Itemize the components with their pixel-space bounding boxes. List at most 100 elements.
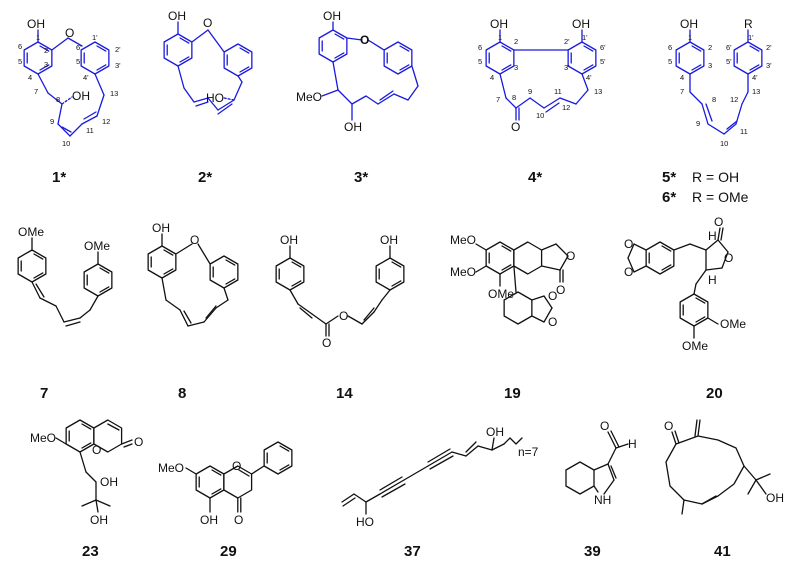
carbonyl-o-label: O bbox=[556, 283, 565, 297]
compound-id-label: 23 bbox=[82, 543, 99, 560]
atom-number-label: 7 bbox=[680, 87, 684, 96]
ketone-o-label: O bbox=[664, 419, 673, 433]
ome-label: MeO bbox=[158, 461, 184, 475]
ome-label: MeO bbox=[450, 233, 476, 247]
oh-label: OH bbox=[200, 513, 218, 527]
ring-o-label: O bbox=[92, 443, 101, 457]
r-value-label: R = OMe bbox=[692, 189, 749, 205]
h-label: H bbox=[708, 229, 717, 243]
aldehyde-o-label: O bbox=[600, 419, 609, 433]
structure-compound-39: O H NH 39 bbox=[565, 419, 637, 560]
structure-compound-19: MeO MeO OMe O O O O 19 bbox=[450, 233, 575, 402]
structure-compound-5-6: OH R 1 2 3 4 5 6 7 8 9 10 11 12 13 1' 2'… bbox=[662, 17, 772, 206]
r-group-label: R bbox=[744, 17, 753, 31]
ome-label: MeO bbox=[30, 431, 56, 445]
atom-number-label: 1' bbox=[748, 33, 754, 42]
carbonyl-o-label: O bbox=[714, 215, 723, 229]
ome-label: OMe bbox=[488, 287, 514, 301]
atom-number-label: 4' bbox=[752, 73, 758, 82]
atom-number-label: 9 bbox=[50, 117, 54, 126]
compound-id-label: 14 bbox=[336, 385, 353, 402]
atom-number-label: 8 bbox=[512, 93, 516, 102]
atom-number-label: 5' bbox=[76, 57, 82, 66]
atom-number-label: 2' bbox=[564, 37, 570, 46]
compound-id-label: 5* bbox=[662, 169, 676, 186]
atom-number-label: 4' bbox=[83, 73, 89, 82]
oh-label: OH bbox=[572, 17, 590, 31]
ether-o-label: O bbox=[190, 233, 199, 247]
atom-number-label: 3' bbox=[564, 63, 570, 72]
atom-number-label: 8 bbox=[712, 95, 716, 104]
atom-number-label: 9 bbox=[528, 87, 532, 96]
oh-label: OH bbox=[680, 17, 698, 31]
ether-o-label: O bbox=[65, 26, 74, 40]
structure-compound-37: HO OH n=7 37 bbox=[341, 425, 539, 560]
atom-number-label: 12 bbox=[102, 117, 110, 126]
carbonyl-o-label: O bbox=[134, 435, 143, 449]
atom-number-label: 6 bbox=[668, 43, 672, 52]
atom-number-label: 1 bbox=[36, 33, 40, 42]
atom-number-label: 5' bbox=[726, 57, 732, 66]
atom-number-label: 4 bbox=[680, 73, 684, 82]
atom-number-label: 2 bbox=[708, 43, 712, 52]
atom-number-label: 1 bbox=[498, 33, 502, 42]
compound-id-label: 19 bbox=[504, 385, 521, 402]
atom-number-label: 4 bbox=[490, 73, 494, 82]
ketone-o-label: O bbox=[511, 120, 520, 134]
carbonyl-o-label: O bbox=[234, 513, 243, 527]
compound-id-label: 6* bbox=[662, 189, 676, 206]
structure-compound-20: O O O O H H OMe OMe 20 bbox=[624, 215, 746, 402]
atom-number-label: 10 bbox=[536, 111, 544, 120]
atom-number-label: 5 bbox=[668, 57, 672, 66]
ome-label: OMe bbox=[682, 339, 708, 353]
atom-number-label: 1 bbox=[688, 33, 692, 42]
compound-id-label: 1* bbox=[52, 169, 66, 186]
ether-o-label: O bbox=[203, 16, 212, 30]
atom-number-label: 8 bbox=[56, 95, 60, 104]
atom-number-label: 5 bbox=[478, 57, 482, 66]
atom-number-label: 7 bbox=[496, 95, 500, 104]
oh-label: OH bbox=[380, 233, 398, 247]
atom-number-label: 13 bbox=[110, 89, 118, 98]
atom-number-label: 5 bbox=[18, 57, 22, 66]
compound-id-label: 41 bbox=[714, 543, 731, 560]
atom-number-label: 10 bbox=[720, 139, 728, 148]
oh-label: OH bbox=[280, 233, 298, 247]
compound-id-label: 37 bbox=[404, 543, 421, 560]
atom-number-label: 3' bbox=[766, 61, 772, 70]
structure-compound-2: OH O HO 2* bbox=[163, 9, 253, 186]
atom-number-label: 9 bbox=[696, 119, 700, 128]
oh-label: OH bbox=[486, 425, 504, 439]
atom-number-label: 11 bbox=[86, 126, 94, 135]
atom-number-label: 1' bbox=[582, 33, 588, 42]
atom-number-label: 6' bbox=[726, 43, 732, 52]
ring-o-label: O bbox=[232, 459, 241, 473]
compound-id-label: 2* bbox=[198, 169, 212, 186]
oh-label: OH bbox=[344, 120, 362, 134]
oh-label: OH bbox=[100, 475, 118, 489]
oh-label: OH bbox=[766, 491, 784, 505]
atom-number-label: 6' bbox=[76, 43, 82, 52]
lactone-o-label: O bbox=[724, 251, 733, 265]
atom-number-label: 1' bbox=[92, 33, 98, 42]
dioxole-o-label: O bbox=[624, 265, 633, 279]
nh-label: NH bbox=[594, 493, 611, 507]
carbonyl-o-label: O bbox=[322, 336, 331, 350]
ome-label: MeO bbox=[296, 90, 322, 104]
oh-label: OH bbox=[490, 17, 508, 31]
ome-label: OMe bbox=[18, 225, 44, 239]
atom-number-label: 10 bbox=[62, 139, 70, 148]
compound-id-label: 8 bbox=[178, 385, 186, 402]
compound-id-label: 4* bbox=[528, 169, 542, 186]
atom-number-label: 11 bbox=[554, 87, 562, 96]
h-label: H bbox=[708, 273, 717, 287]
compound-id-label: 20 bbox=[706, 385, 723, 402]
atom-number-label: 3 bbox=[44, 60, 48, 69]
ome-label: OMe bbox=[720, 317, 746, 331]
ester-o-label: O bbox=[339, 309, 348, 323]
structure-compound-23: MeO O O OH OH 23 bbox=[30, 419, 143, 560]
atom-number-label: 3' bbox=[115, 61, 121, 70]
structure-compound-3: OH O MeO OH 3* bbox=[296, 9, 419, 186]
compound-id-label: 3* bbox=[354, 169, 368, 186]
